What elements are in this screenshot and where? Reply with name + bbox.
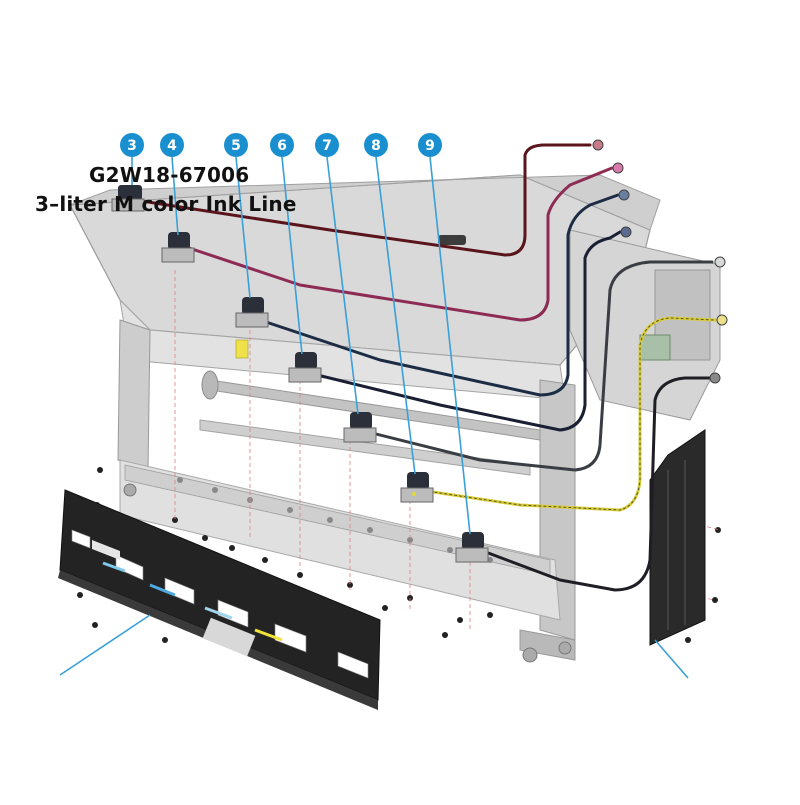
- callout-9-number: 9: [425, 138, 435, 154]
- valve-assemblies: [111, 185, 489, 563]
- side-panel: [649, 429, 706, 646]
- part-number-label: G2W18-67006: [89, 163, 250, 187]
- callout-6: 6: [270, 133, 294, 157]
- callout-4: 4: [160, 133, 184, 157]
- line-connectors: [592, 139, 728, 384]
- callout-3: 3: [120, 133, 144, 157]
- callout-5-number: 5: [231, 138, 241, 154]
- leader-lines: [59, 156, 689, 679]
- ink-lines: [133, 143, 717, 592]
- callout-7-number: 7: [322, 138, 332, 154]
- callout-4-number: 4: [167, 138, 177, 154]
- callout-6-number: 6: [277, 138, 287, 154]
- callout-7: 7: [315, 133, 339, 157]
- part-description-label: 3–liter M color Ink Line: [35, 192, 297, 216]
- callout-9: 9: [418, 133, 442, 157]
- callout-8: 8: [364, 133, 388, 157]
- callouts: 3 4 5 6 7 8 9: [120, 133, 442, 157]
- callout-5: 5: [224, 133, 248, 157]
- callout-3-number: 3: [127, 138, 137, 154]
- callout-8-number: 8: [371, 138, 381, 154]
- bottom-cover: [58, 489, 381, 710]
